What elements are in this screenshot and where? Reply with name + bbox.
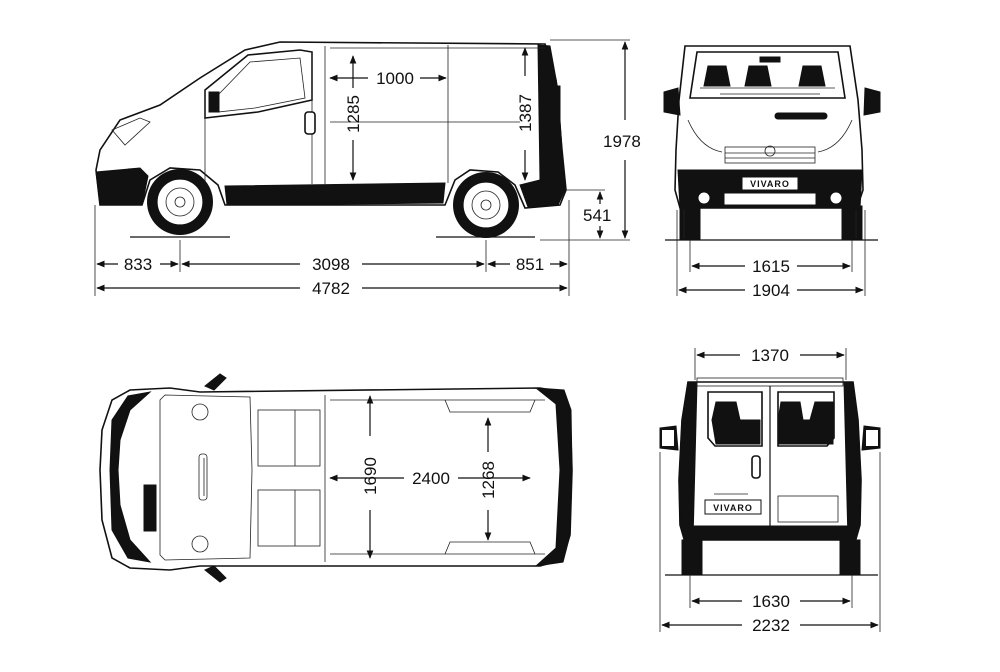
front-view: VIVARO: [663, 45, 881, 241]
rear-view: VIVARO: [659, 377, 881, 576]
top-view-dimensions: 1690 2400 1268: [329, 395, 531, 559]
dim-overall-height: 1978: [603, 132, 641, 151]
dim-front-width: 1904: [752, 281, 790, 300]
dim-interior-height: 1285: [344, 95, 363, 133]
dim-rear-door-width: 1370: [751, 346, 789, 365]
dim-load-length: 2400: [412, 469, 450, 488]
rear-view-dimensions: 1370 1630 2232: [659, 346, 881, 635]
dim-rear-track: 1630: [752, 592, 790, 611]
dim-cargo-length: 1000: [376, 69, 414, 88]
dim-load-width: 1690: [361, 457, 380, 495]
dim-wheelbase: 3098: [312, 255, 350, 274]
dim-front-overhang: 833: [124, 255, 152, 274]
side-view: [95, 41, 567, 238]
front-view-dimensions: 1615 1904: [676, 210, 866, 300]
dim-width-mirrors: 2232: [752, 616, 790, 635]
front-badge: VIVARO: [750, 179, 790, 189]
dim-cargo-height: 1387: [516, 94, 535, 132]
dim-rear-overhang: 851: [516, 255, 544, 274]
side-view-dimensions: 1000 1285 1387 1978 541 833 3098 851 478…: [94, 39, 641, 298]
dim-overall-length: 4782: [312, 279, 350, 298]
dim-floor-height: 541: [583, 206, 611, 225]
dim-front-track: 1615: [752, 257, 790, 276]
dim-width-between-arches: 1268: [479, 461, 498, 499]
rear-badge: VIVARO: [713, 503, 753, 513]
